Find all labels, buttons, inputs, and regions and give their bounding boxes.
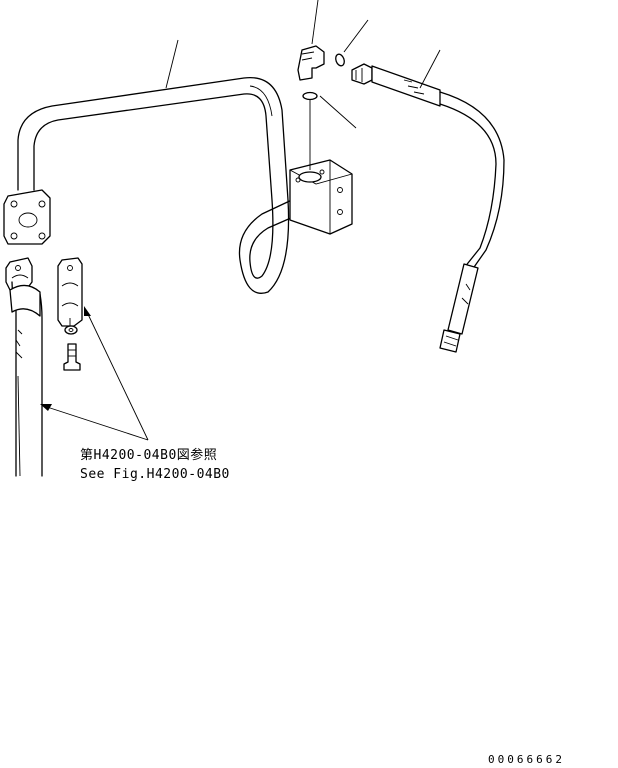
- valve-block: [290, 160, 352, 234]
- o-ring-upper: [334, 20, 368, 67]
- reference-note-japanese: 第H4200-04B0図参照: [80, 448, 218, 463]
- tube-flange: [4, 190, 50, 244]
- reference-note-english: See Fig.H4200-04B0: [80, 467, 230, 482]
- tube-leader-line: [166, 40, 178, 88]
- right-hose: [352, 50, 504, 352]
- elbow-fitting: [298, 0, 324, 80]
- left-hose: [10, 282, 42, 476]
- o-ring-lower: [303, 93, 356, 171]
- bolt: [64, 344, 80, 370]
- reference-arrows: [40, 306, 148, 440]
- washer: [65, 326, 77, 334]
- hydraulic-tube: [18, 78, 300, 294]
- document-id: 00066662: [488, 753, 565, 766]
- split-flange-right: [58, 258, 82, 326]
